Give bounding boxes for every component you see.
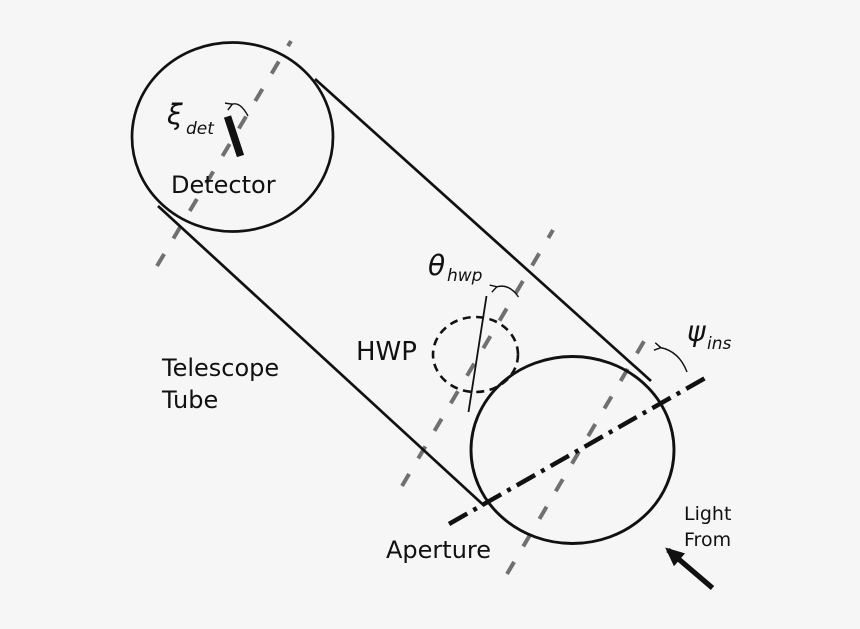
light-direction-arrow-icon — [665, 547, 715, 590]
detector-reference-axis-dashed-line — [155, 39, 293, 268]
hwp-dashed-circle — [431, 315, 520, 394]
tube-lower-line — [157, 205, 486, 507]
xi-angle-subscript: det — [186, 119, 215, 139]
light-from-label-line2: From — [684, 529, 731, 551]
psi-angle-subscript: ins — [707, 334, 731, 354]
light-from-label-line1: Light — [684, 503, 731, 525]
detector-orientation-bar — [223, 115, 245, 158]
hwp-label: HWP — [356, 337, 417, 367]
hwp-fast-axis-line — [467, 295, 488, 413]
theta-angle-symbol: θ — [428, 249, 445, 282]
detector-ellipse — [130, 41, 335, 233]
xi-angle-symbol: ξ — [166, 98, 183, 131]
theta-rotation-arrow-icon — [489, 284, 520, 298]
telescope-tube-label-line2: Tube — [161, 386, 218, 414]
aperture-label: Aperture — [386, 536, 491, 564]
aperture-ellipse — [469, 355, 676, 545]
detector-label: Detector — [171, 171, 276, 199]
psi-rotation-arrow-icon — [653, 342, 688, 373]
psi-angle-symbol: ψ — [687, 315, 706, 348]
xi-rotation-arrow-icon — [224, 102, 249, 117]
telescope-tube-label-line1: Telescope — [161, 354, 279, 382]
tube-upper-line — [314, 77, 652, 383]
theta-angle-subscript: hwp — [447, 266, 483, 286]
instrument-axis-dashdot-line — [447, 375, 709, 526]
